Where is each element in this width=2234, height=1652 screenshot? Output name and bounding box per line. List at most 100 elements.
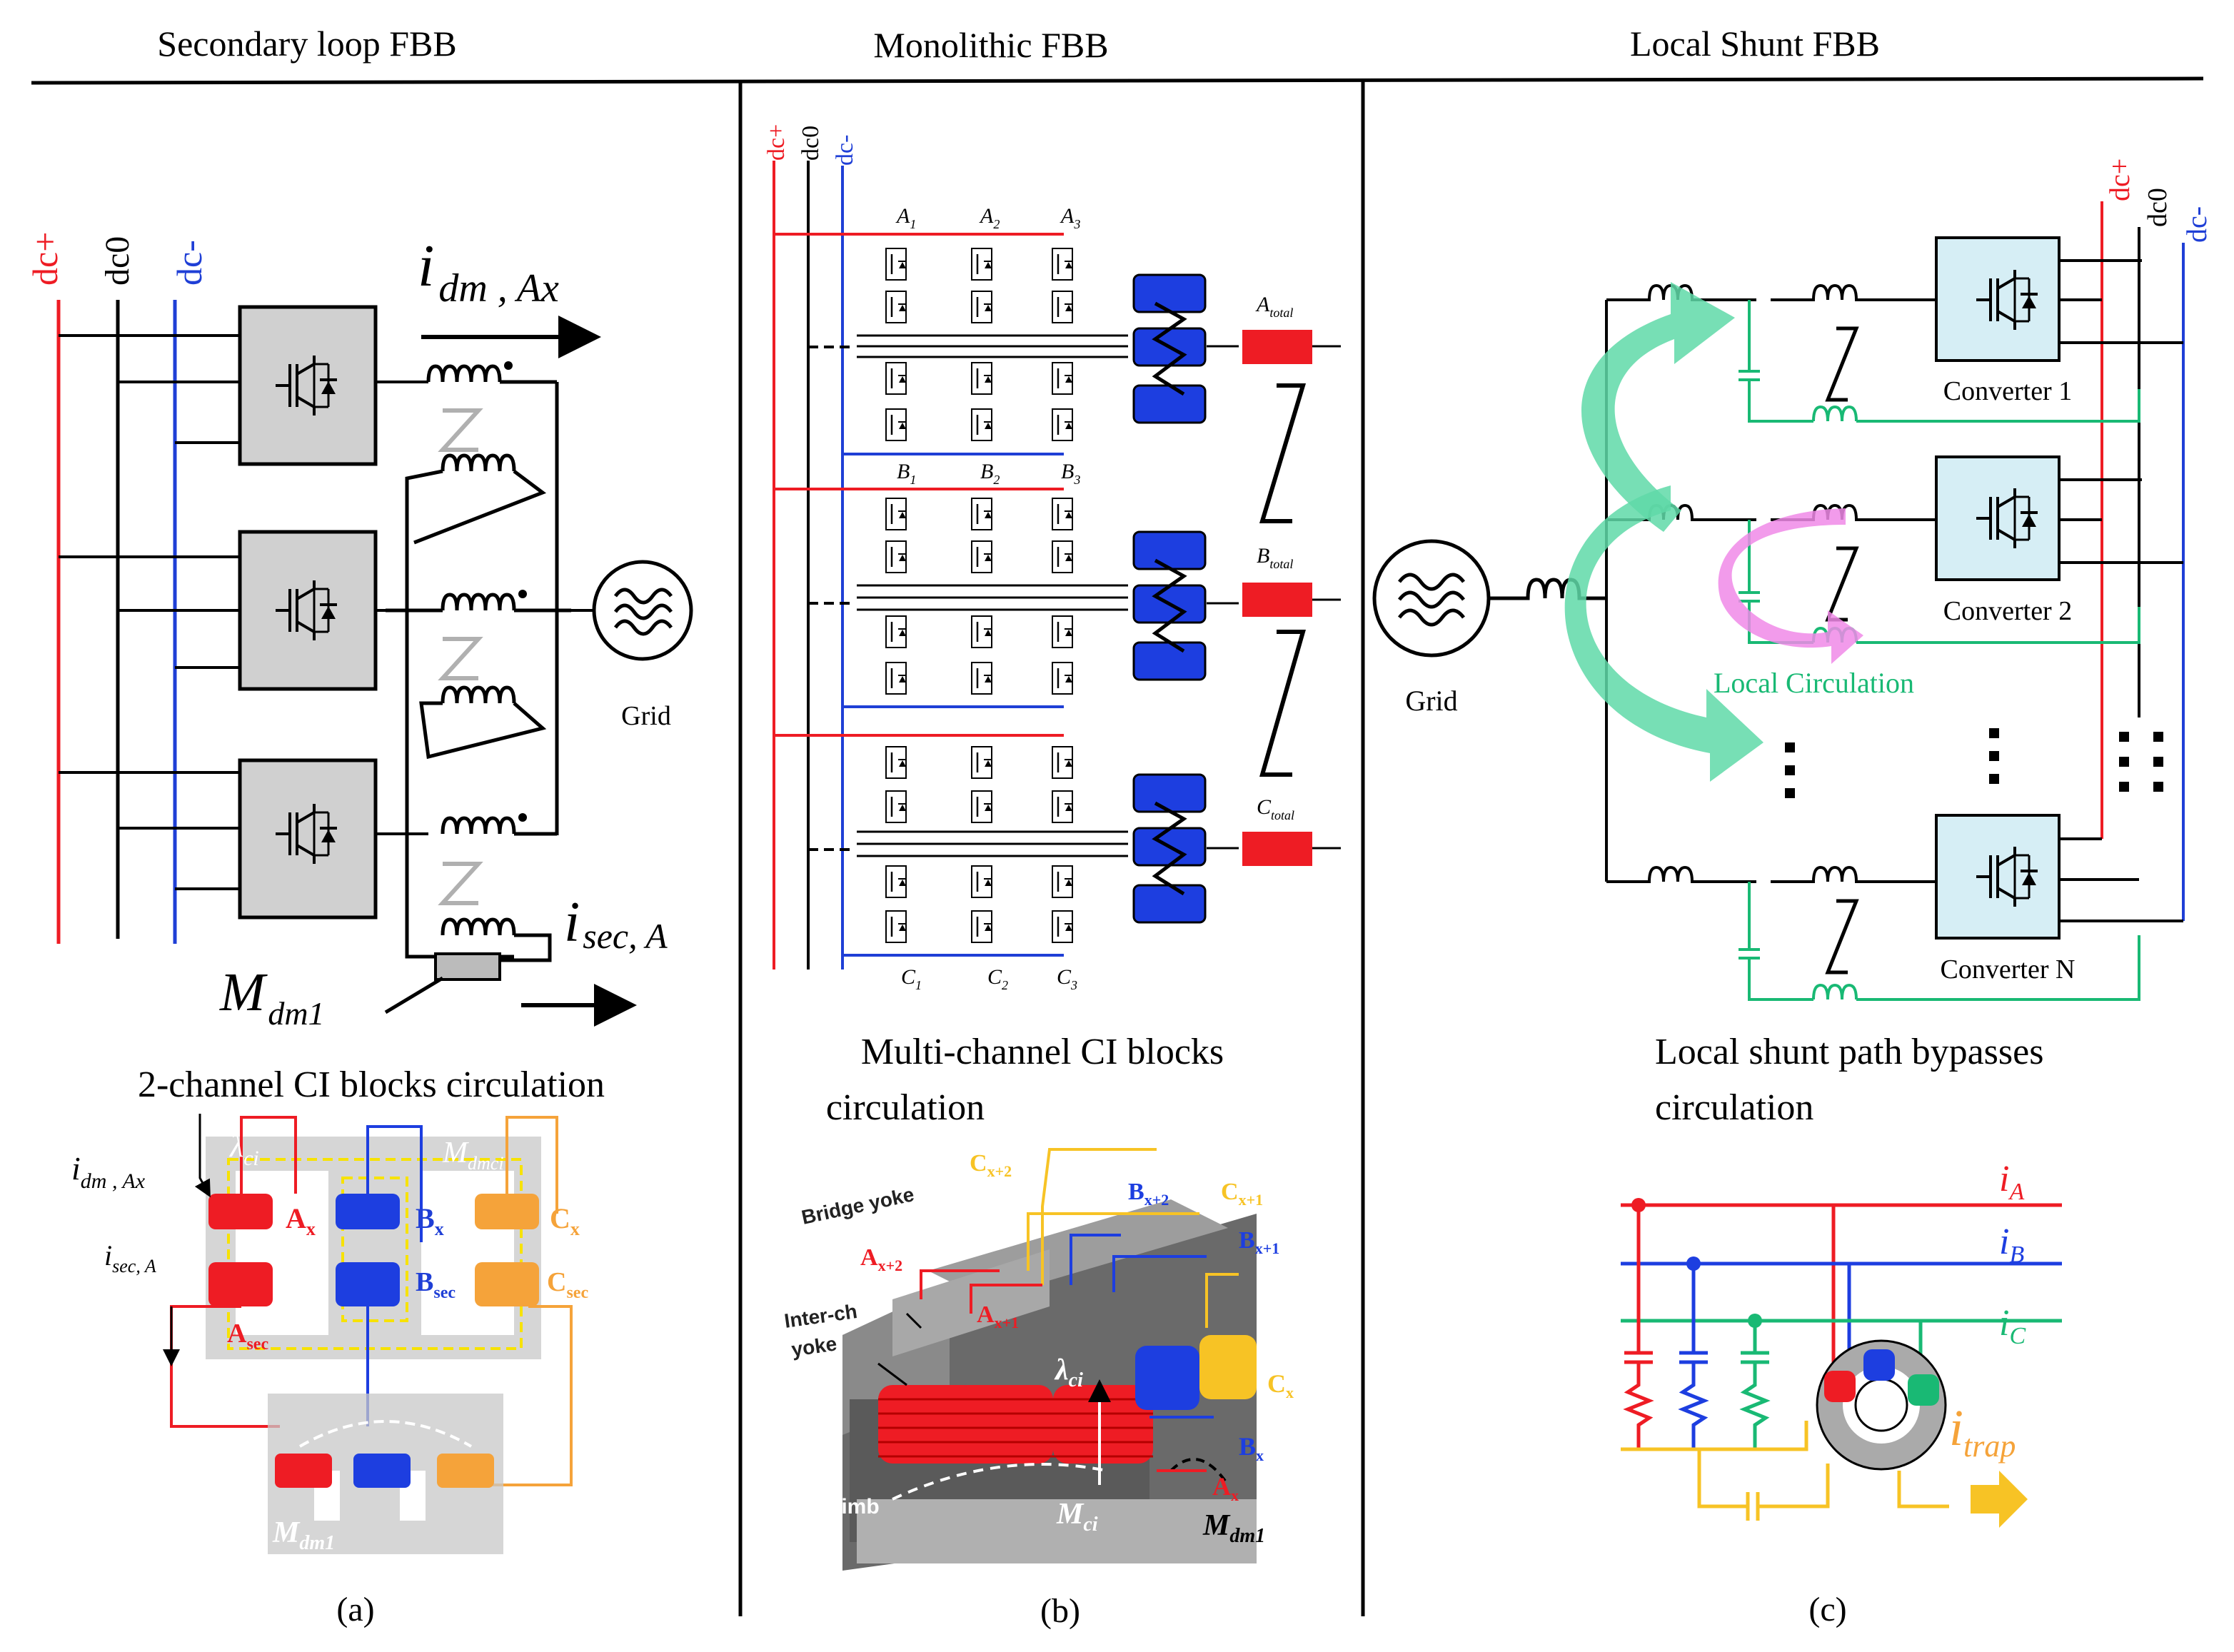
label-itrap: itrap: [1949, 1399, 2016, 1464]
label-i-dm-core: idm , Ax: [71, 1150, 146, 1193]
panel-c-title: Local Shunt FBB: [1630, 24, 1880, 64]
label-asec: Asec: [227, 1319, 268, 1354]
label-lambda-ci-b: λci: [1054, 1354, 1083, 1391]
ci-blocks-b: [1132, 273, 1239, 924]
converter-block-1: [59, 305, 428, 466]
label-c1: C1: [901, 965, 922, 992]
label-c-total: Ctotal: [1257, 795, 1294, 822]
mdm1-pointer: [384, 976, 444, 1014]
converter-block-2: [59, 530, 428, 691]
label-b-total: Btotal: [1257, 544, 1293, 571]
converter-n: [1935, 814, 2061, 940]
panel-a-title: Secondary loop FBB: [157, 24, 456, 64]
shunt-n: [1739, 882, 2140, 1001]
label-i-sec-core: isec, A: [104, 1239, 156, 1276]
label-bx-b: Bx: [1239, 1432, 1264, 1464]
grid-label-c: Grid: [1405, 685, 1457, 717]
label-ib: iB: [1999, 1222, 2024, 1268]
label-bx1: Bx+1: [1239, 1227, 1279, 1257]
label-cx-a: Cx: [550, 1202, 580, 1239]
block-caption-b-line1: Multi-channel CI blocks: [861, 1032, 1224, 1072]
bridge-row-c: [774, 734, 1128, 957]
trap-circuit: [1621, 1203, 2062, 1521]
label-m-dmci: Mdmci: [442, 1137, 504, 1174]
block-caption-b-line2: circulation: [826, 1087, 985, 1128]
label-ax1: Ax+1: [977, 1301, 1019, 1331]
label-a-total: Atotal: [1255, 293, 1293, 320]
grid-label-a: Grid: [621, 701, 671, 731]
coupled-inductor-windings: [386, 364, 571, 962]
label-mdm1: Mdm1: [219, 962, 325, 1032]
local-circulation-arrow: [1718, 508, 1863, 664]
ci-core-3d: [842, 1148, 1257, 1571]
sub-caption-b: (b): [1040, 1592, 1080, 1630]
converter-block-3: [59, 758, 428, 920]
bus-label-dc-plus: dc+: [25, 232, 65, 286]
label-cx2: Cx+2: [970, 1150, 1012, 1180]
bus-label-dc-minus-c: dc-: [2180, 206, 2213, 243]
label-lambda-ci-a: λci: [228, 1129, 259, 1170]
shunt-1: [1739, 300, 2140, 423]
bus-label-dc-plus-c: dc+: [2103, 158, 2135, 201]
label-cx1: Cx+1: [1221, 1179, 1263, 1209]
label-mdm1-core: Mdm1: [272, 1516, 335, 1554]
sub-caption-a: (a): [336, 1591, 374, 1628]
label-mci: Mci: [1056, 1498, 1098, 1536]
label-cx-b: Cx: [1267, 1369, 1294, 1401]
bus-label-dc-plus-b: dc+: [763, 124, 790, 161]
trap-output-arrow: [1971, 1471, 2028, 1528]
current-sensor: [434, 952, 501, 981]
local-circulation-label: Local Circulation: [1714, 667, 1914, 699]
bus-label-dc-minus-b: dc-: [832, 135, 858, 166]
coupling-zigzags: [438, 408, 483, 905]
label-b1: B1: [897, 460, 916, 487]
block-caption-a: 2-channel CI blocks circulation: [138, 1064, 605, 1105]
circulation-arrow-1: [1581, 282, 1735, 532]
grid-source-a: [592, 560, 693, 661]
panel-c: dc+ dc0 dc- Grid Converter 1: [1372, 158, 2213, 1628]
circulation-arrow-2: [1564, 485, 1763, 782]
label-ax-a: Ax: [286, 1202, 316, 1239]
label-mdm1-b: Mdm1: [1202, 1509, 1265, 1547]
converter-label-n: Converter N: [1941, 955, 2075, 984]
branch-converter-n: [1606, 865, 1936, 974]
label-inter-ch-yoke-1: Inter-ch: [783, 1300, 859, 1332]
converter-label-1: Converter 1: [1943, 376, 2072, 406]
top-rule: [31, 76, 2204, 85]
label-bx2: Bx+2: [1128, 1179, 1169, 1209]
block-caption-c-line1: Local shunt path bypasses: [1655, 1032, 2043, 1072]
ci-core-2ch: λci Mdmci Ax Bx Cx Asec Bsec Csec idm , …: [71, 1114, 588, 1554]
label-a3: A3: [1060, 204, 1080, 231]
panel-b: dc+ dc0 dc-: [763, 124, 1341, 1630]
bridge-row-b: [774, 488, 1128, 708]
label-csec: Csec: [547, 1267, 588, 1302]
column-labels-top: A1 A2 A3 B1 B2 B3 C1 C2 C3: [895, 204, 1080, 992]
panel-b-title: Monolithic FBB: [873, 25, 1108, 65]
label-bridge-yoke: Bridge yoke: [800, 1183, 916, 1229]
label-limb: Limb: [828, 1495, 880, 1518]
bus-label-dc-minus: dc-: [169, 240, 209, 286]
polarity-dots: [504, 361, 527, 822]
bus-label-dc-zero: dc0: [99, 236, 136, 286]
ellipsis-dots: [1785, 728, 2163, 798]
label-bsec: Bsec: [416, 1267, 456, 1302]
label-a1: A1: [895, 204, 916, 231]
total-inductors-b: [1242, 330, 1341, 866]
label-i-sec: isec, A: [564, 891, 668, 956]
label-a2: A2: [979, 204, 1000, 231]
block-caption-c-line2: circulation: [1655, 1087, 1813, 1128]
bus-label-dc-zero-b: dc0: [798, 126, 824, 161]
label-ia: iA: [1999, 1159, 2024, 1205]
converter-label-2: Converter 2: [1943, 596, 2072, 626]
label-ax2: Ax+2: [860, 1244, 902, 1274]
label-c2: C2: [987, 965, 1008, 992]
sub-caption-c: (c): [1808, 1591, 1846, 1628]
bridge-row-a: [774, 233, 1128, 455]
label-bx-a: Bx: [416, 1202, 444, 1239]
label-b3: B3: [1061, 460, 1080, 487]
trap-junctions: [1631, 1198, 1762, 1328]
panel-a: dc+ dc0 dc-: [25, 232, 693, 1628]
label-ax-b: Ax: [1212, 1472, 1239, 1504]
